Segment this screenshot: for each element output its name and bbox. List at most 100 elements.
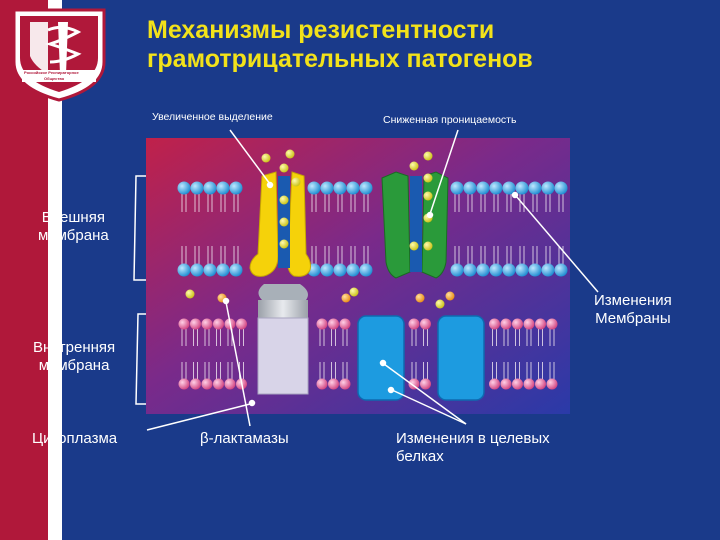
- lipid-head: [328, 318, 339, 330]
- inner-membrane-bracket: [135, 313, 146, 405]
- lipid-head: [463, 181, 477, 195]
- antibiotic-molecule: [423, 241, 433, 251]
- lipid-head: [502, 181, 516, 195]
- label-reduced-permeability: Сниженная проницаемость: [383, 114, 517, 126]
- lipid-head: [203, 263, 217, 277]
- lipid-head: [178, 378, 190, 390]
- lipid-head: [408, 318, 420, 330]
- lipid-head: [450, 181, 464, 195]
- antibiotic-molecule: [291, 177, 301, 187]
- inner-membrane-lower-leaflet: [178, 362, 558, 390]
- outer-membrane-upper-leaflet: [177, 181, 568, 212]
- lipid-head: [528, 181, 542, 195]
- lipid-head: [333, 263, 347, 277]
- antibiotic-molecule: [435, 299, 445, 309]
- antibiotic-molecule: [261, 153, 271, 163]
- lipid-head: [541, 181, 555, 195]
- lipid-head: [236, 318, 247, 330]
- antibiotic-molecule: [423, 151, 433, 161]
- label-inner-membrane: Внутренняя мембрана: [33, 339, 115, 375]
- lipid-head: [190, 181, 204, 195]
- antibiotic-molecule: [409, 241, 419, 251]
- label-membrane-changes: Изменения Мембраны: [594, 292, 672, 328]
- lipid-head: [502, 263, 516, 277]
- logo-text-line2: Общество: [44, 76, 65, 81]
- lipid-head: [216, 181, 230, 195]
- lipid-head: [178, 318, 190, 330]
- target-protein-left: [357, 315, 405, 401]
- lipid-head: [190, 263, 204, 277]
- antibiotic-molecule: [185, 289, 195, 299]
- lipid-head: [546, 378, 558, 390]
- lipid-head: [224, 378, 236, 390]
- lipid-head: [339, 318, 351, 330]
- lipid-head: [320, 263, 334, 277]
- lipid-head: [500, 318, 512, 330]
- lipid-head: [328, 378, 339, 390]
- lipid-head: [489, 378, 500, 390]
- outer-membrane-line2: мембрана: [38, 227, 109, 244]
- antibiotic-molecule: [279, 239, 289, 249]
- label-outer-membrane: Внешняя мембрана: [38, 209, 109, 245]
- inner-membrane-upper-leaflet: [178, 318, 558, 346]
- lipid-head: [420, 378, 431, 390]
- lipid-head: [450, 263, 464, 277]
- lipid-head: [476, 263, 490, 277]
- antibiotic-molecule: [285, 149, 295, 159]
- outer-membrane-line1: Внешняя: [41, 209, 105, 226]
- lipid-head: [523, 318, 535, 330]
- lipid-head: [463, 263, 477, 277]
- slide-title: Механизмы резистентности грамотрицательн…: [147, 16, 533, 74]
- lipid-head: [535, 318, 546, 330]
- lipid-head: [333, 181, 347, 195]
- antibiotic-molecule: [341, 293, 351, 303]
- pointer-lines: [146, 129, 599, 431]
- lipid-head: [201, 378, 213, 390]
- antibiotic-molecule: [423, 191, 433, 201]
- lipid-head: [420, 318, 431, 330]
- lipid-head: [201, 318, 213, 330]
- outer-membrane-bracket: [133, 175, 146, 281]
- lipid-head: [528, 263, 542, 277]
- lipid-head: [316, 378, 328, 390]
- lipid-head: [523, 378, 535, 390]
- lipid-head: [535, 378, 546, 390]
- antibiotic-molecule: [349, 287, 359, 297]
- lipid-head: [320, 181, 334, 195]
- lipid-head: [216, 263, 230, 277]
- lipid-head: [541, 263, 555, 277]
- label-cytoplasm: Цитоплазма: [32, 430, 118, 447]
- inner-membrane-line2: мембрана: [38, 357, 110, 374]
- society-logo: [12, 8, 106, 102]
- lipid-head: [190, 318, 201, 330]
- lipid-head: [213, 318, 224, 330]
- lipid-head: [408, 378, 420, 390]
- lipid-head: [346, 181, 360, 195]
- label-increased-efflux: Увеличенное выделение: [152, 111, 273, 123]
- logo-text-line1: Российское Респираторное: [24, 70, 79, 75]
- antibiotic-molecule: [445, 291, 455, 301]
- lipid-head: [177, 181, 191, 195]
- lipid-head: [339, 378, 351, 390]
- antibiotic-molecule: [279, 163, 289, 173]
- title-line2: грамотрицательных патогенов: [147, 45, 533, 73]
- lipid-head: [489, 263, 503, 277]
- lipid-head: [489, 318, 500, 330]
- lipid-head: [546, 318, 558, 330]
- label-target-changes: Изменения в целевых белках: [396, 430, 550, 466]
- lipid-head: [512, 318, 523, 330]
- left-white-strip: [48, 0, 62, 540]
- antibiotic-molecule: [279, 195, 289, 205]
- lipid-head: [359, 181, 373, 195]
- lipid-head: [229, 263, 243, 277]
- membrane-changes-line1: Изменения: [594, 292, 672, 309]
- lipid-head: [203, 181, 217, 195]
- target-changes-line2: белках: [396, 448, 444, 465]
- lipid-head: [190, 378, 201, 390]
- target-changes-line1: Изменения в целевых: [396, 430, 550, 447]
- inner-membrane-line1: Внутренняя: [33, 339, 116, 356]
- lipid-head: [359, 263, 373, 277]
- lipid-head: [554, 181, 568, 195]
- lipid-head: [177, 263, 191, 277]
